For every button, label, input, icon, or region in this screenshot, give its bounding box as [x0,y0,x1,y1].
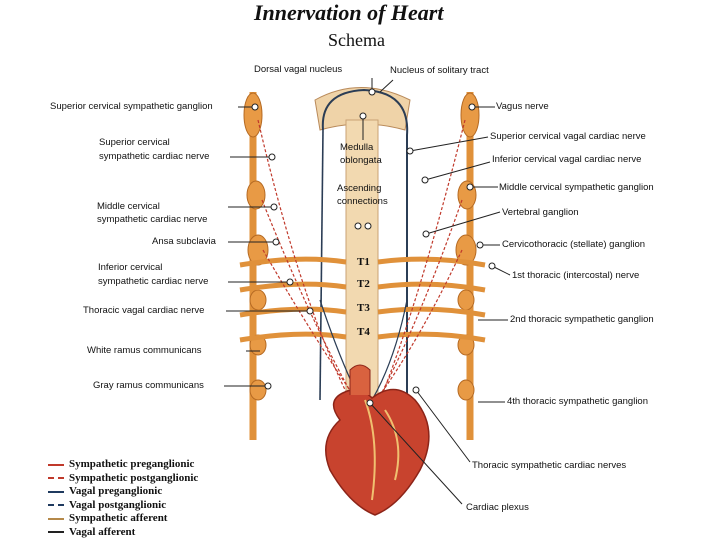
heart-illustration [325,364,430,516]
label-ascending-2: connections [337,196,388,207]
segment-t2: T2 [357,278,370,290]
label-medulla-1: Medulla [340,142,374,153]
legend-label: Vagal postganglionic [69,498,167,511]
legend-label: Sympathetic afferent [69,512,168,524]
label-superior-cervical-vagal-cardiac-nerve: Superior cervical vagal cardiac nerve [490,131,646,142]
label-white-ramus: White ramus communicans [87,345,202,356]
intercostal-nerves [239,256,486,343]
label-thoracic-sympathetic-cardiac-nerves: Thoracic sympathetic cardiac nerves [472,460,627,471]
label-nucleus-solitary-tract: Nucleus of solitary tract [390,65,489,76]
legend-item: Vagal postganglionic [48,499,198,513]
label-inferior-cervical-sympathetic-cardiac-nerve-2: sympathetic cardiac nerve [98,276,209,287]
label-superior-cervical-sympathetic-cardiac-nerve-2: sympathetic cardiac nerve [99,151,210,162]
legend-item: Vagal afferent [48,526,198,540]
legend-label: Vagal preganglionic [69,485,163,497]
label-middle-cervical-sympathetic-cardiac-nerve-1: Middle cervical [97,201,160,212]
label-superior-cervical-sympathetic-cardiac-nerve-1: Superior cervical [99,137,170,148]
legend-swatch [48,504,64,507]
legend-item: Sympathetic postganglionic [48,472,198,486]
label-second-thoracic-sympathetic-ganglion: 2nd thoracic sympathetic ganglion [510,314,654,325]
label-thoracic-vagal-cardiac-nerve: Thoracic vagal cardiac nerve [83,305,205,316]
legend-item: Sympathetic afferent [48,512,198,526]
legend-swatch [48,531,64,534]
label-dorsal-vagal-nucleus: Dorsal vagal nucleus [254,64,343,75]
vagal-loop-left [319,129,324,401]
leader-dots [251,88,496,407]
label-gray-ramus: Gray ramus communicans [93,380,204,391]
label-ansa-subclavia: Ansa subclavia [152,236,216,247]
label-fourth-thoracic-sympathetic-ganglion: 4th thoracic sympathetic ganglion [507,396,648,407]
legend-item: Vagal preganglionic [48,485,198,499]
diagram-subtitle: Schema [328,30,385,50]
legend-label: Sympathetic preganglionic [69,458,195,470]
right-sympathetic-chain [455,92,480,440]
label-superior-cervical-sympathetic-ganglion: Superior cervical sympathetic ganglion [50,101,213,112]
legend: Sympathetic preganglionic Sympathetic po… [48,458,198,539]
label-vagus-nerve: Vagus nerve [496,101,549,112]
segment-t4: T4 [357,326,370,338]
segment-t3: T3 [357,302,370,314]
label-middle-cervical-sympathetic-ganglion: Middle cervical sympathetic ganglion [499,182,654,193]
label-inferior-cervical-vagal-cardiac-nerve: Inferior cervical vagal cardiac nerve [492,154,642,165]
label-first-thoracic-nerve: 1st thoracic (intercostal) nerve [512,270,640,281]
legend-swatch [48,477,64,480]
legend-swatch [48,463,64,466]
segment-t1: T1 [357,256,370,268]
label-cardiac-plexus: Cardiac plexus [466,502,529,513]
legend-label: Sympathetic postganglionic [69,471,199,484]
legend-item: Sympathetic preganglionic [48,458,198,472]
diagram-title: Innervation of Heart [254,0,444,25]
vagal-loop [321,88,409,400]
label-inferior-cervical-sympathetic-cardiac-nerve-1: Inferior cervical [98,262,163,273]
legend-label: Vagal afferent [69,525,136,538]
label-medulla-2: oblongata [340,155,382,166]
label-ascending-1: Ascending [337,183,382,194]
label-middle-cervical-sympathetic-cardiac-nerve-2: sympathetic cardiac nerve [97,214,208,225]
legend-swatch [48,490,64,493]
label-vertebral-ganglion: Vertebral ganglion [502,207,579,218]
legend-swatch [48,517,64,520]
label-cervicothoracic-ganglion: Cervicothoracic (stellate) ganglion [502,239,646,250]
